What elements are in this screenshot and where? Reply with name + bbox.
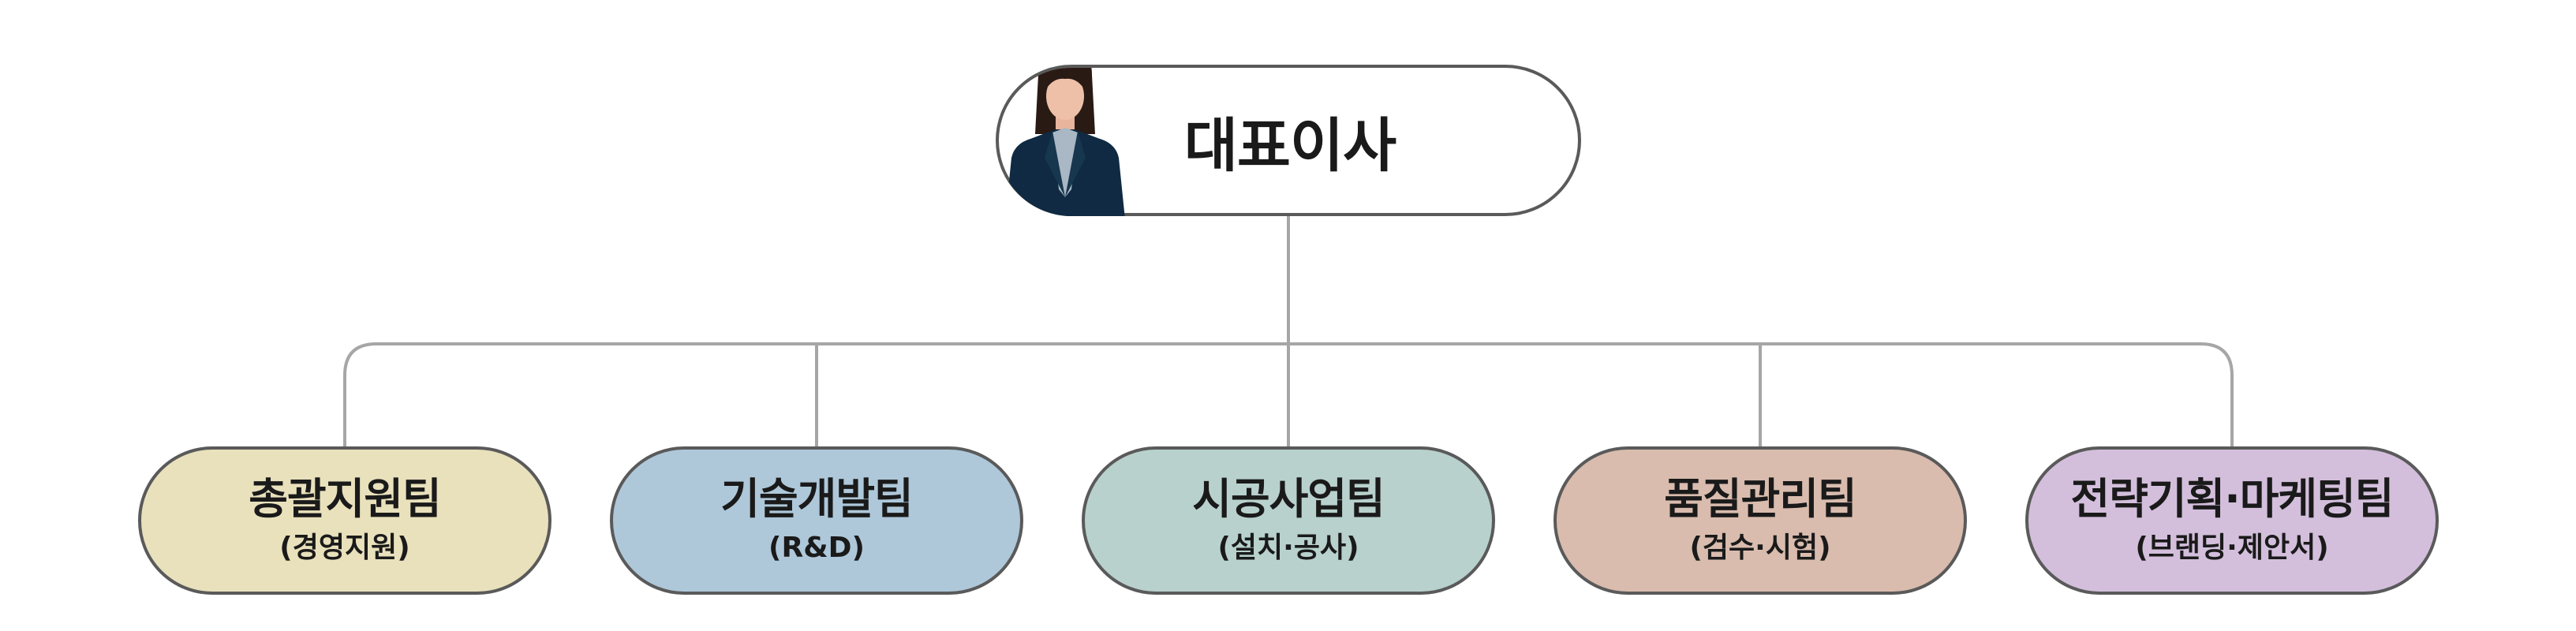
person-avatar-icon (1005, 68, 1125, 216)
team-subtitle: (브랜딩·제안서) (2135, 532, 2329, 564)
team-name: 총괄지원팀 (249, 474, 441, 524)
team-box-construction: 시공사업팀 (설치·공사) (1082, 446, 1495, 595)
team-box-quality-control: 품질관리팀 (검수·시험) (1553, 446, 1967, 595)
team-subtitle: (경영지원) (279, 532, 410, 564)
team-subtitle: (R&D) (768, 532, 865, 564)
ceo-title: 대표이사 (1183, 111, 1396, 180)
team-subtitle: (설치·공사) (1217, 532, 1359, 564)
team-subtitle: (검수·시험) (1689, 532, 1831, 564)
team-name: 기술개발팀 (720, 474, 913, 524)
team-name: 품질관리팀 (1664, 474, 1856, 524)
team-name: 시공사업팀 (1192, 474, 1385, 524)
team-box-tech-development: 기술개발팀 (R&D) (610, 446, 1023, 595)
team-box-general-support: 총괄지원팀 (경영지원) (138, 446, 551, 595)
team-name: 전략기획·마케팅팀 (2070, 474, 2395, 524)
team-box-strategy-marketing: 전략기획·마케팅팀 (브랜딩·제안서) (2025, 446, 2439, 595)
